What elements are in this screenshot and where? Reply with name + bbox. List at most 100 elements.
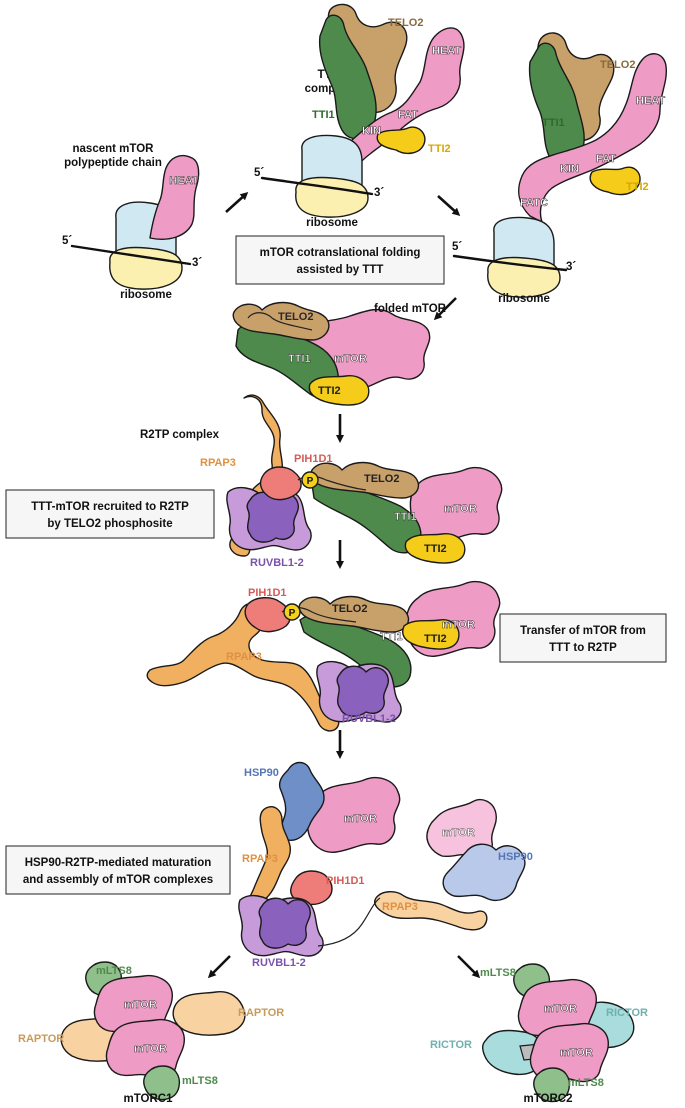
box2-line1: TTT-mTOR recruited to R2TP [31,501,189,513]
mtor-bottom-label: mTOR [134,1043,167,1055]
mlst8-bottom-label: mLTS8 [182,1075,218,1087]
telo2-loop [247,312,313,331]
pih1d1-label: PIH1D1 [326,875,365,887]
tti2-label: TTI2 [626,181,649,193]
telo2-label: TELO2 [600,59,635,71]
hsp90-shape [278,761,325,841]
raptor-right-label: RAPTOR [238,1007,284,1019]
mtor-label: mTOR [334,353,367,365]
caption-box-recruitment: TTT-mTOR recruited to R2TP by TELO2 phos… [5,489,215,539]
mtor-shape [305,776,401,853]
panel-nascent-chain: nascent mTOR polypeptide chain HEAT 5´ 3… [62,143,202,301]
tti1-label: TTI1 [288,353,311,365]
tti2-shape [402,619,460,650]
ribosome-large-subunit [109,246,183,290]
fat-label: FAT [596,153,616,165]
mtorc2-name: mTORC2 [524,1093,573,1105]
telo2-shape [232,301,330,341]
pih1d1-label: PIH1D1 [294,453,333,465]
tti1-label: TTI1 [394,511,417,523]
caption-box-transfer: Transfer of mTOR from TTT to R2TP [499,613,667,663]
five-prime-label: 5´ [62,235,72,247]
tti2-label: TTI2 [424,633,447,645]
phosphosite-label: P [307,476,314,487]
mtor-chain [518,53,668,223]
rpap3-light-shape [374,891,488,931]
tti1-label: TTI1 [312,109,335,121]
tti2-shape [589,166,641,196]
mtorc2-complex: mLTS8 mTOR RICTOR RICTOR mTOR mLTS8 mTOR… [430,963,648,1105]
mtor-bottom [529,1022,610,1083]
ruvbl-dark [336,665,390,717]
tti1-label: TTI1 [380,631,403,643]
hsp90-light-shape [442,843,526,902]
pih1d1-shape [244,597,291,633]
panel-elongation: TELO2 HEAT TTI1 FAT KIN TTI2 FATC 5´ 3´ … [452,32,668,305]
telo2-label: TELO2 [388,17,423,29]
linker-strand [317,897,381,947]
ruvbl-label: RUVBL1-2 [342,713,396,725]
ribosome-label: ribosome [120,289,172,301]
rictor-right-label: RICTOR [606,1007,648,1019]
folded-title: folded mTOR [374,303,447,315]
telo2-label: TELO2 [364,473,399,485]
mlst8-bottom [533,1067,571,1103]
tti2-shape [404,533,466,564]
panel-ttt-complex: TTT complex TELO2 HEAT TTI1 FAT KIN TTI2… [254,3,465,229]
rpap3-label: RPAP3 [226,651,262,663]
three-prime-label: 3´ [374,187,384,199]
box4-line1: HSP90-R2TP-mediated maturation [25,857,212,869]
three-prime-label: 3´ [566,261,576,273]
ribosome-large-subunit [487,256,561,298]
arrow-to-mtorc1 [207,955,231,979]
rpap3-label: RPAP3 [382,901,418,913]
arrow-to-mtorc2 [457,955,481,979]
hsp90-label: HSP90 [498,851,533,863]
mrna-strand [70,244,192,266]
tti2-label: TTI2 [424,543,447,555]
five-prime-label: 5´ [452,241,462,253]
mlst8-top-label: mLTS8 [96,965,132,977]
ruvbl-label: RUVBL1-2 [252,957,306,969]
heat-label: HEAT [169,175,198,187]
arrow-ttt-to-folding [437,195,461,217]
panel-hsp90-maturation: HSP90 mTOR RPAP3 PIH1D1 RUVBL1-2 mTOR HS… [238,761,533,969]
panel-transfer: P PIH1D1 TELO2 mTOR TTI1 TTI2 RPAP3 RUVB… [146,580,501,732]
mtorc1-name: mTORC1 [124,1093,174,1105]
ruvbl-dark [258,897,312,949]
phosphosite-label: P [289,608,296,619]
mtor-label: mTOR [444,503,477,515]
ruvbl-dark [246,491,300,543]
nascent-title-line2: polypeptide chain [64,157,162,169]
rpap3-label: RPAP3 [242,853,278,865]
ruvbl-label: RUVBL1-2 [250,557,304,569]
telo2-shape [310,461,420,499]
mtorc1-complex: mLTS8 mTOR RAPTOR RAPTOR mTOR mLTS8 mTOR… [18,961,284,1105]
mtor-label: mTOR [442,619,475,631]
mlst8-bottom [143,1065,181,1101]
box3-line2: TTT to R2TP [549,642,617,654]
pih1d1-shape [259,466,302,501]
kin-label: KIN [362,125,381,137]
telo2-label: TELO2 [278,311,313,323]
mlst8-bottom-label: mLTS8 [568,1077,604,1089]
r2tp-title: R2TP complex [140,429,220,441]
five-prime-label: 5´ [254,167,264,179]
mtor-top-label: mTOR [544,1003,577,1015]
box4-line2: and assembly of mTOR complexes [23,874,213,886]
heat-label: HEAT [432,45,461,57]
tti2-shape [376,126,426,155]
tti2-label: TTI2 [318,385,341,397]
caption-box-cotranslational: mTOR cotranslational folding assisted by… [235,235,445,285]
hsp90-label: HSP90 [244,767,279,779]
caption-box-maturation: HSP90-R2TP-mediated maturation and assem… [5,845,231,895]
mrna-strand [260,176,374,196]
ribosome-label: ribosome [498,293,550,305]
fat-label: FAT [398,109,418,121]
mtor-label: mTOR [442,827,475,839]
fatc-label: FATC [520,197,548,209]
rpap3-label: RPAP3 [200,457,236,469]
mtor-label: mTOR [344,813,377,825]
